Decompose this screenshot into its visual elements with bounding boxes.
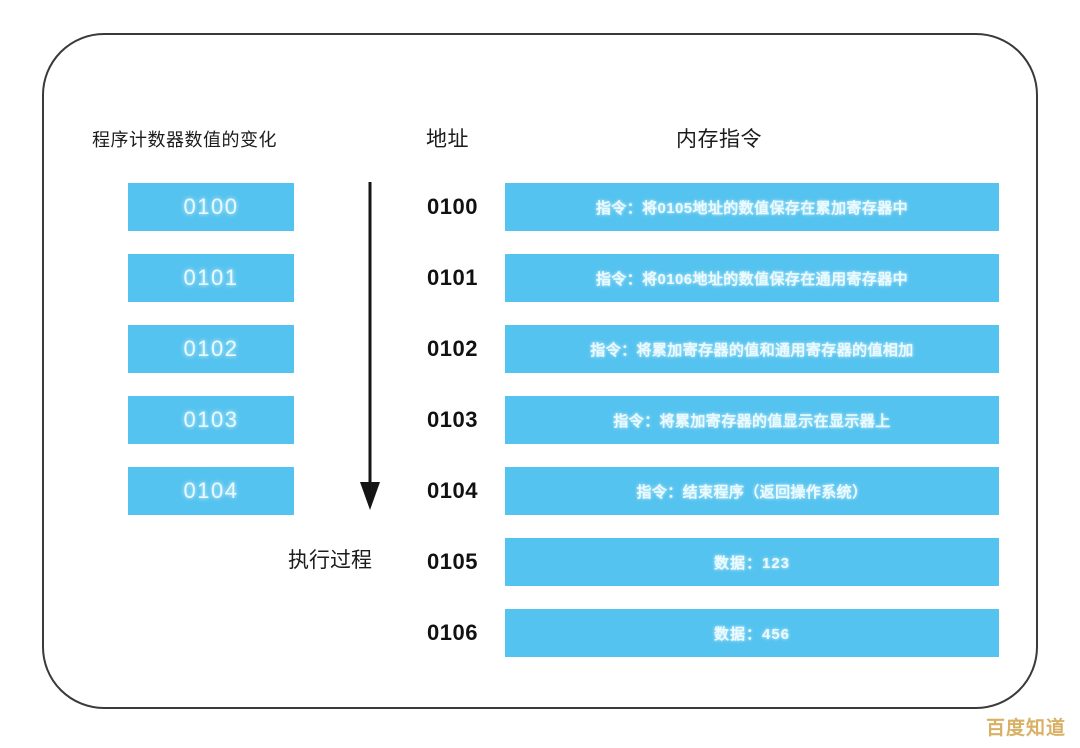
memory-instruction-text: 指令：结束程序（返回操作系统） <box>636 483 868 501</box>
memory-data-text: 数据：456 <box>713 625 791 643</box>
program-counter-value: 0100 <box>183 194 239 219</box>
memory-instruction-box: 指令：将0106地址的数值保存在通用寄存器中 <box>505 254 999 302</box>
program-counter-column: 0100 0101 0102 0103 0104 <box>128 183 294 538</box>
program-counter-box: 0100 <box>128 183 294 231</box>
memory-row: 0103 指令：将累加寄存器的值显示在显示器上 <box>427 396 999 444</box>
address-heading: 地址 <box>426 128 469 151</box>
memory-data-box: 数据：456 <box>505 609 999 657</box>
memory-instruction-box: 指令：结束程序（返回操作系统） <box>505 467 999 515</box>
program-counter-box: 0104 <box>128 467 294 515</box>
memory-instruction-box: 指令：将累加寄存器的值和通用寄存器的值相加 <box>505 325 999 373</box>
address-label: 0105 <box>427 549 478 574</box>
memory-instruction-box: 指令：将0105地址的数值保存在累加寄存器中 <box>505 183 999 231</box>
address-label: 0106 <box>427 620 478 645</box>
address-label: 0101 <box>427 265 478 290</box>
memory-instruction-text: 指令：将0106地址的数值保存在通用寄存器中 <box>595 270 909 288</box>
memory-instruction-text: 指令：将0105地址的数值保存在累加寄存器中 <box>595 199 909 217</box>
program-counter-box: 0102 <box>128 325 294 373</box>
memory-data-text: 数据：123 <box>713 554 791 572</box>
memory-row: 0100 指令：将0105地址的数值保存在累加寄存器中 <box>427 183 999 231</box>
execution-arrow <box>355 182 385 512</box>
memory-instruction-text: 指令：将累加寄存器的值显示在显示器上 <box>613 412 891 430</box>
memory-row: 0104 指令：结束程序（返回操作系统） <box>427 467 999 515</box>
program-counter-value: 0102 <box>183 336 239 361</box>
program-counter-box: 0101 <box>128 254 294 302</box>
program-counter-box: 0103 <box>128 396 294 444</box>
program-counter-value: 0101 <box>183 265 239 290</box>
memory-row: 0102 指令：将累加寄存器的值和通用寄存器的值相加 <box>427 325 999 373</box>
program-counter-heading: 程序计数器数值的变化 <box>92 130 277 150</box>
address-label: 0102 <box>427 336 478 361</box>
memory-instruction-text: 指令：将累加寄存器的值和通用寄存器的值相加 <box>590 341 914 359</box>
memory-row: 0105 数据：123 <box>427 538 999 586</box>
program-counter-value: 0103 <box>183 407 239 432</box>
memory-instruction-heading: 内存指令 <box>676 128 762 151</box>
memory-data-box: 数据：123 <box>505 538 999 586</box>
program-counter-value: 0104 <box>183 478 239 503</box>
memory-instruction-box: 指令：将累加寄存器的值显示在显示器上 <box>505 396 999 444</box>
watermark: 百度知道 <box>985 718 1066 739</box>
address-label: 0100 <box>427 194 478 219</box>
down-arrow-icon <box>360 182 380 510</box>
memory-row: 0106 数据：456 <box>427 609 999 657</box>
execution-process-label: 执行过程 <box>288 549 372 572</box>
address-label: 0103 <box>427 407 478 432</box>
memory-rows: 0100 指令：将0105地址的数值保存在累加寄存器中 0101 指令：将0106地址… <box>427 183 999 680</box>
memory-row: 0101 指令：将0106地址的数值保存在通用寄存器中 <box>427 254 999 302</box>
address-label: 0104 <box>427 478 478 503</box>
